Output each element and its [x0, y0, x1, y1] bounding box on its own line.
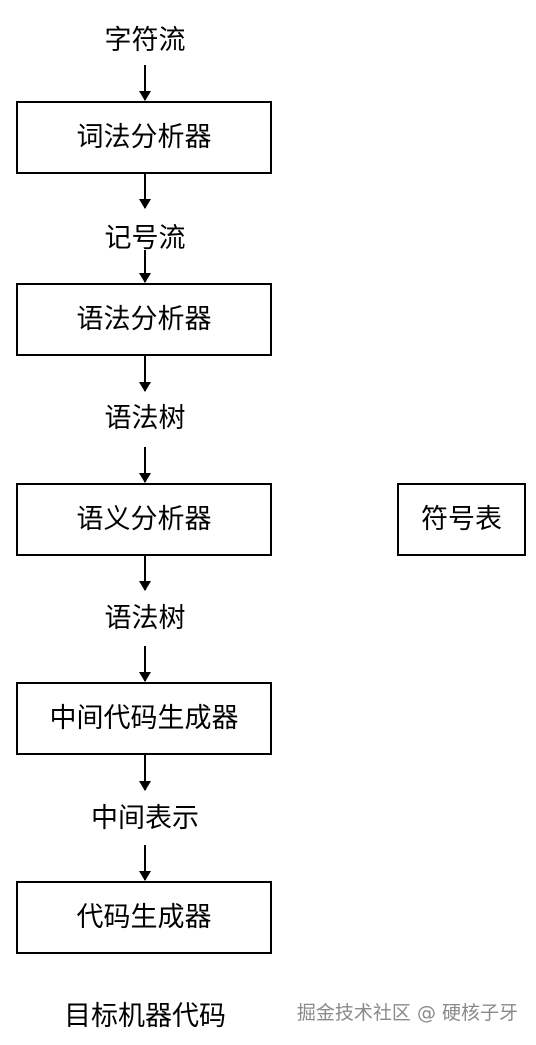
tokens-label: 记号流: [104, 223, 186, 254]
semantic-analyzer-box: 语义分析器: [16, 483, 272, 556]
ir-generator-box: 中间代码生成器: [16, 682, 272, 755]
symbol-table-box: 符号表: [397, 483, 526, 556]
syntax-tree-label-1: 语法树: [104, 403, 186, 434]
lexer-box: 词法分析器: [16, 101, 272, 174]
target-code-label: 目标机器代码: [64, 1001, 226, 1032]
ir-label: 中间表示: [91, 803, 199, 834]
parser-box: 语法分析器: [16, 283, 272, 356]
input-label: 字符流: [104, 25, 186, 56]
watermark: 掘金技术社区 @ 硬核子牙: [296, 1002, 518, 1024]
syntax-tree-label-2: 语法树: [104, 603, 186, 634]
code-generator-box: 代码生成器: [16, 881, 272, 954]
